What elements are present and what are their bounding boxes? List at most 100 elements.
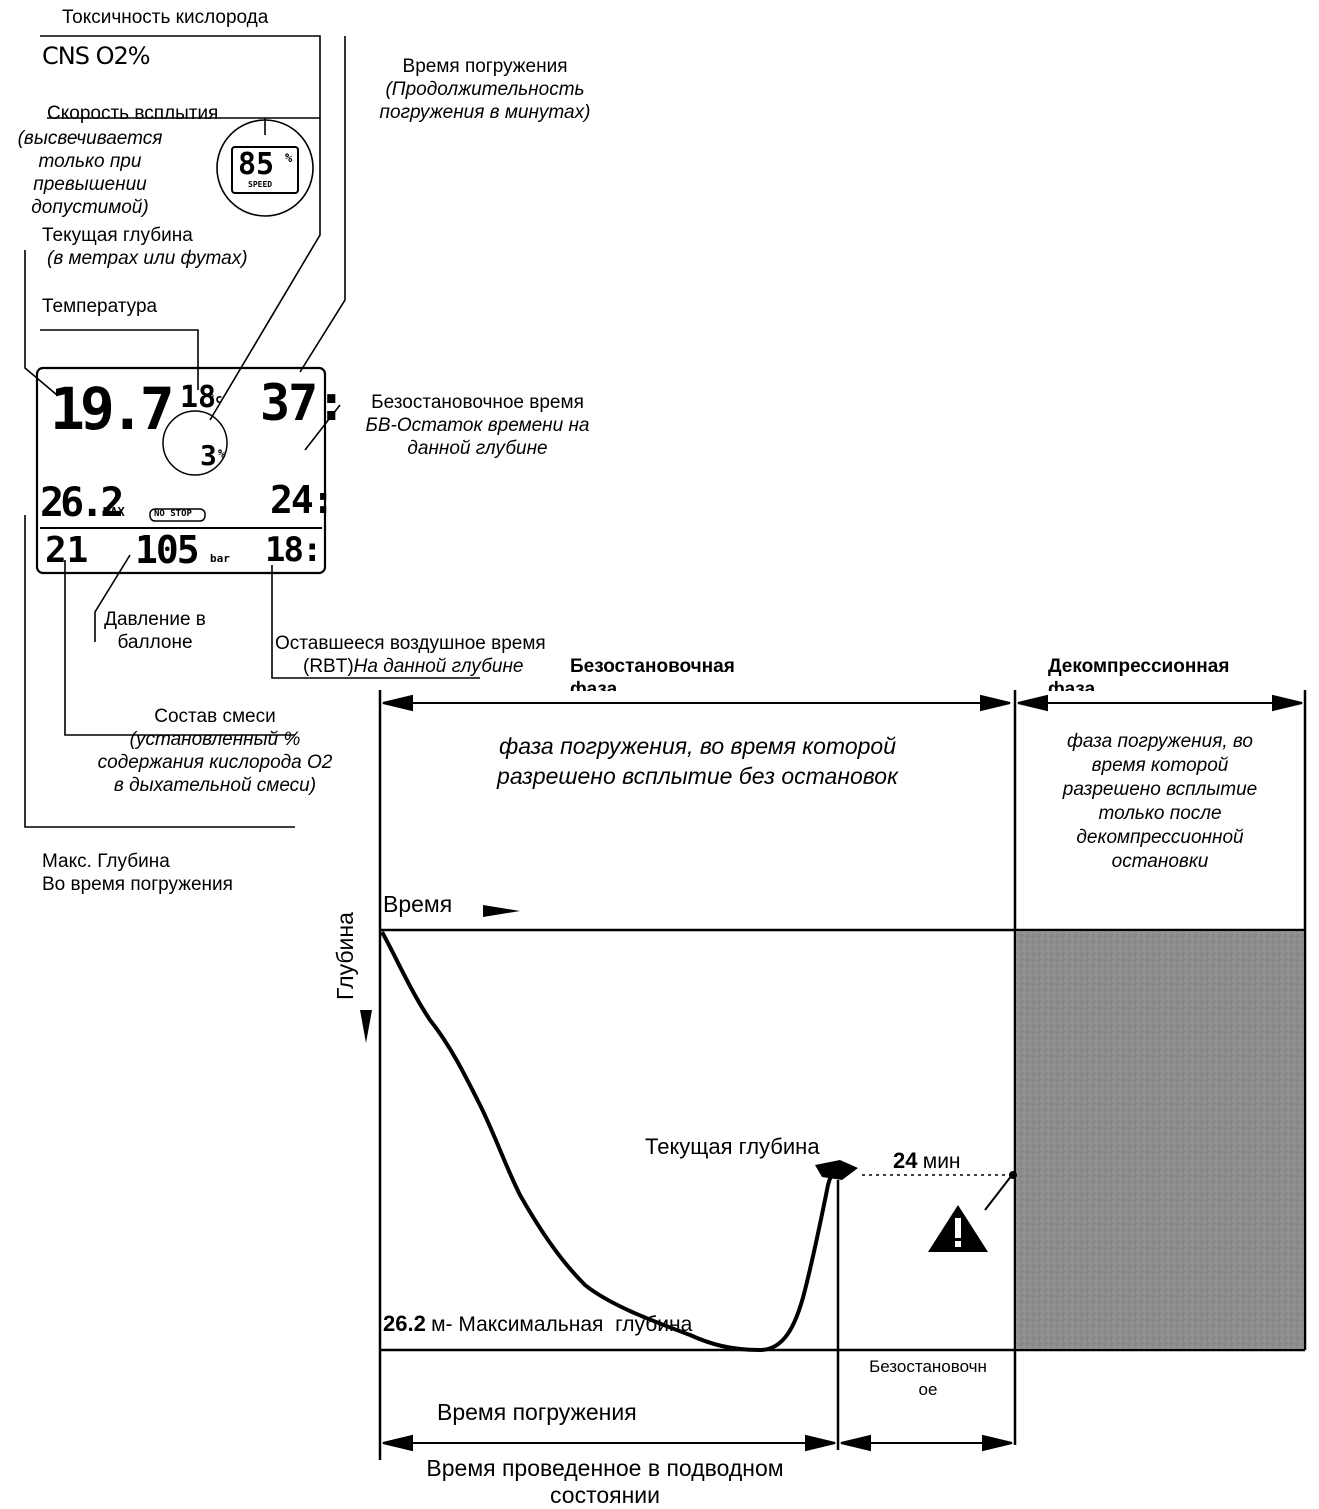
speed-label: SPEED xyxy=(248,180,273,189)
mix-note-3: в дыхательной смеси) xyxy=(113,775,317,796)
deco-phase-desc-4: только после xyxy=(1098,803,1222,824)
display-temperature: 18 xyxy=(180,380,217,415)
depth-axis-label: Глубина xyxy=(332,912,358,1000)
dive-time-note-1: (Продолжительность xyxy=(385,79,585,100)
max-depth-line-2: Во время погружения xyxy=(42,874,233,895)
current-depth-chart-label: Текущая глубина xyxy=(645,1134,820,1159)
ascent-speed-title: Скорость всплытия xyxy=(47,103,219,124)
mix-note-1: (установленный % xyxy=(129,729,301,750)
tank-pressure-line-2: баллоне xyxy=(117,632,193,653)
deco-phase-desc-3: разрешено всплытие xyxy=(1062,779,1258,800)
display-nodeco-time: 24: xyxy=(270,478,335,522)
display-max-depth: 26.2 xyxy=(40,480,124,526)
phase-arrows xyxy=(382,694,1303,1452)
speed-display-circle xyxy=(216,119,314,217)
nostop-phase-desc-2: разрешено всплытие без остановок xyxy=(497,763,898,789)
depth-axis-arrow xyxy=(360,1010,372,1043)
deco-point xyxy=(1009,1171,1017,1179)
rbt-note: На данной глубине xyxy=(353,656,524,677)
dive-time-note-2: погружения в минутах) xyxy=(379,102,591,123)
callout-lines xyxy=(24,35,480,828)
max-depth-callout: Макс. Глубина Во время погружения xyxy=(42,850,233,896)
deco-zone xyxy=(1016,931,1304,1349)
nostop-phase-desc-1: фаза погружения, во время которой xyxy=(499,733,896,759)
dive-time-callout: Время погружения (Продолжительность погр… xyxy=(365,55,605,124)
nodeco-note-1: БВ-Остаток времени на xyxy=(365,415,590,436)
nostop-short-2: ое xyxy=(918,1380,938,1399)
mix-note-2: содержания кислорода О2 xyxy=(97,752,333,773)
deco-phase-desc-2: время которой xyxy=(1091,755,1229,776)
nodeco-note-2: данной глубине xyxy=(407,438,548,459)
nostop-phase-title: Безостановочная фаза xyxy=(570,655,735,691)
nostop-phase-title-1: Безостановочная xyxy=(570,656,735,677)
speed-value: 85 xyxy=(238,147,275,182)
underwater-time-1: Время проведенное в подводном xyxy=(426,1455,784,1481)
dive-time-title: Время погружения xyxy=(402,56,568,77)
display-temperature-unit: °c xyxy=(208,392,223,406)
nostop-phase-desc: фаза погружения, во время которой разреш… xyxy=(385,731,1010,791)
max-depth-chart-value: 26.2 xyxy=(383,1311,426,1336)
deco-phase-desc-1: фаза погружения, во xyxy=(1067,731,1253,752)
computer-display xyxy=(35,366,327,575)
dive-time-chart-label: Время погружения xyxy=(437,1399,637,1425)
rbt-line: (RBT)На данной глубине xyxy=(303,655,523,678)
nodeco-chart-unit: мин xyxy=(922,1150,961,1173)
max-depth-chart-text: м- Максимальная глубина xyxy=(431,1313,693,1336)
leader-mix xyxy=(64,560,295,736)
deco-phase-title-1: Декомпрессионная xyxy=(1048,656,1230,677)
current-depth-note: (в метрах или футах) xyxy=(47,248,248,269)
leader-cns xyxy=(40,35,321,421)
ascent-speed-note-4: допустимой) xyxy=(31,197,149,218)
display-cns-unit: % xyxy=(218,447,226,461)
time-axis-arrow xyxy=(483,905,520,917)
deco-phase-desc-6: остановки xyxy=(1111,851,1209,872)
rbt-title: Оставшееся воздушное время xyxy=(275,633,546,654)
max-depth-line-1: Макс. Глубина xyxy=(42,851,170,872)
display-rbt: 18: xyxy=(265,530,322,570)
leader-depth xyxy=(24,250,58,396)
ascent-speed-note: (высвечивается только при превышении доп… xyxy=(4,127,176,219)
rbt-prefix: (RBT) xyxy=(303,656,354,677)
nostop-short-label: Безостановочн ое xyxy=(848,1355,1008,1401)
leader-temp xyxy=(40,329,199,390)
deco-phase-desc: фаза погружения, во время которой разреш… xyxy=(1020,730,1300,874)
display-nostop-label: NO STOP xyxy=(154,509,192,519)
tank-pressure-line-1: Давление в xyxy=(104,609,206,630)
deco-phase-title-2: фаза xyxy=(1048,679,1096,691)
ascent-speed-note-3: превышении xyxy=(33,174,147,195)
temperature-label: Температура xyxy=(42,296,158,317)
current-position-marker xyxy=(815,1160,858,1180)
nodeco-title: Безостановочное время xyxy=(371,392,584,413)
display-o2-mix: 21 xyxy=(45,530,89,571)
warning-icon xyxy=(928,1205,988,1252)
deco-phase-title: Декомпрессионная фаза xyxy=(1048,655,1229,691)
underwater-time-label: Время проведенное в подводном состоянии xyxy=(380,1455,830,1509)
leader-maxdepth xyxy=(24,515,295,828)
cns-o2-label: CNS O2% xyxy=(42,42,151,70)
display-max-label: MAX xyxy=(103,505,125,519)
mix-callout: Состав смеси (установленный % содержания… xyxy=(65,705,365,797)
display-pressure: 105 xyxy=(135,528,200,572)
max-depth-chart-label: 26.2 м- Максимальная глубина xyxy=(383,1312,692,1337)
tank-pressure-callout: Давление в баллоне xyxy=(95,608,215,654)
display-dive-time: 37: xyxy=(260,374,346,432)
oxygen-toxicity-label: Токсичность кислорода xyxy=(62,7,269,28)
nostop-short-1: Безостановочн xyxy=(869,1357,987,1376)
leader-nodeco xyxy=(304,404,341,451)
underwater-time-2: состоянии xyxy=(550,1482,660,1508)
time-axis-label: Время xyxy=(383,891,453,917)
display-depth: 19.7 xyxy=(50,375,175,443)
speed-unit: % xyxy=(285,151,293,165)
nostop-phase-title-2: фаза xyxy=(570,679,618,691)
leader-rbt xyxy=(271,565,480,679)
warning-leader xyxy=(984,1174,1013,1211)
nodeco-chart-label: 24 мин xyxy=(893,1149,961,1174)
mix-title: Состав смеси xyxy=(154,706,276,727)
ascent-speed-note-2: только при xyxy=(38,151,142,172)
leader-dive-time xyxy=(299,36,346,373)
dive-profile-line xyxy=(380,931,841,1353)
display-cns-value: 3 xyxy=(200,439,217,472)
current-depth-title: Текущая глубина xyxy=(42,225,193,246)
ascent-speed-note-1: (высвечивается xyxy=(17,128,163,149)
